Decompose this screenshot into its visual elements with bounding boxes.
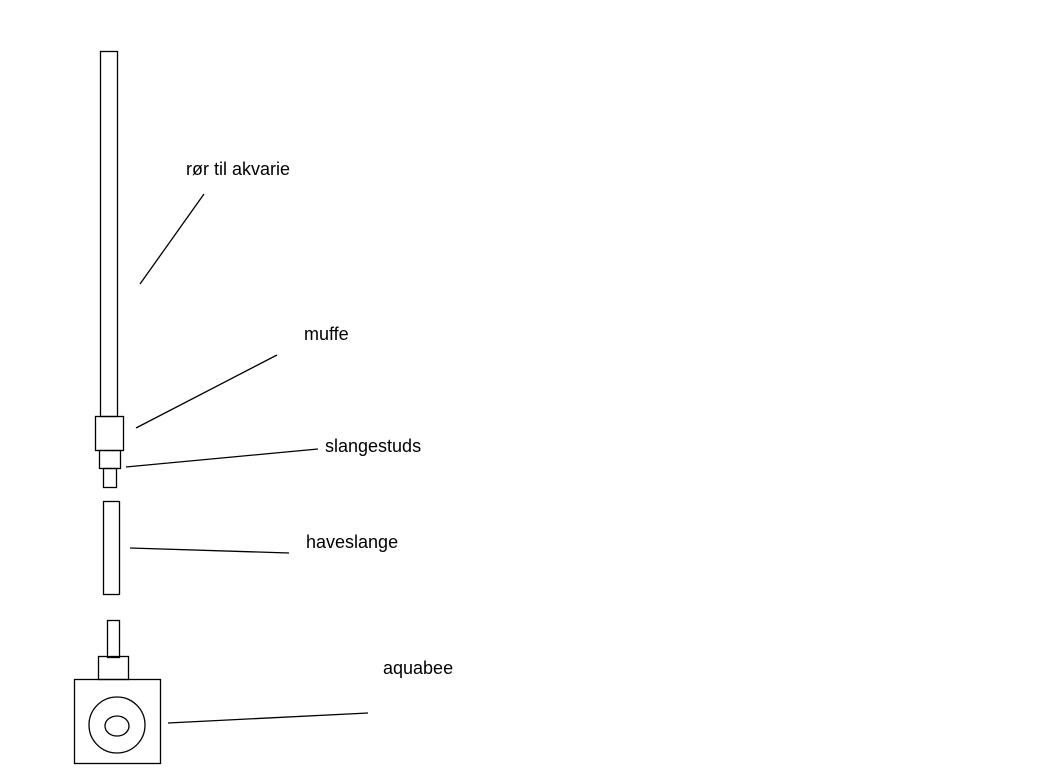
label-pump: aquabee [383,658,454,678]
leader-garden-hose [129,547,290,554]
pump-neck [97,655,130,681]
label-coupling: muffe [304,324,349,344]
leader-pipe [139,193,205,285]
aquarium-pipe [99,50,119,418]
pump-outlet [106,619,121,659]
hose-nozzle-upper [98,449,122,470]
coupling [94,415,125,452]
label-pipe: rør til akvarie [186,159,291,179]
leader-pump [167,712,369,724]
hose-nozzle-lower [102,467,118,489]
garden-hose [102,500,121,596]
label-hose-nozzle: slangestuds [325,436,422,456]
label-garden-hose: haveslange [306,532,399,552]
leader-coupling [135,354,278,429]
leader-hose-nozzle [125,448,319,468]
pump-rotor-inner [104,715,130,737]
pump-body [73,678,162,765]
pump-rotor-outer [88,696,146,754]
